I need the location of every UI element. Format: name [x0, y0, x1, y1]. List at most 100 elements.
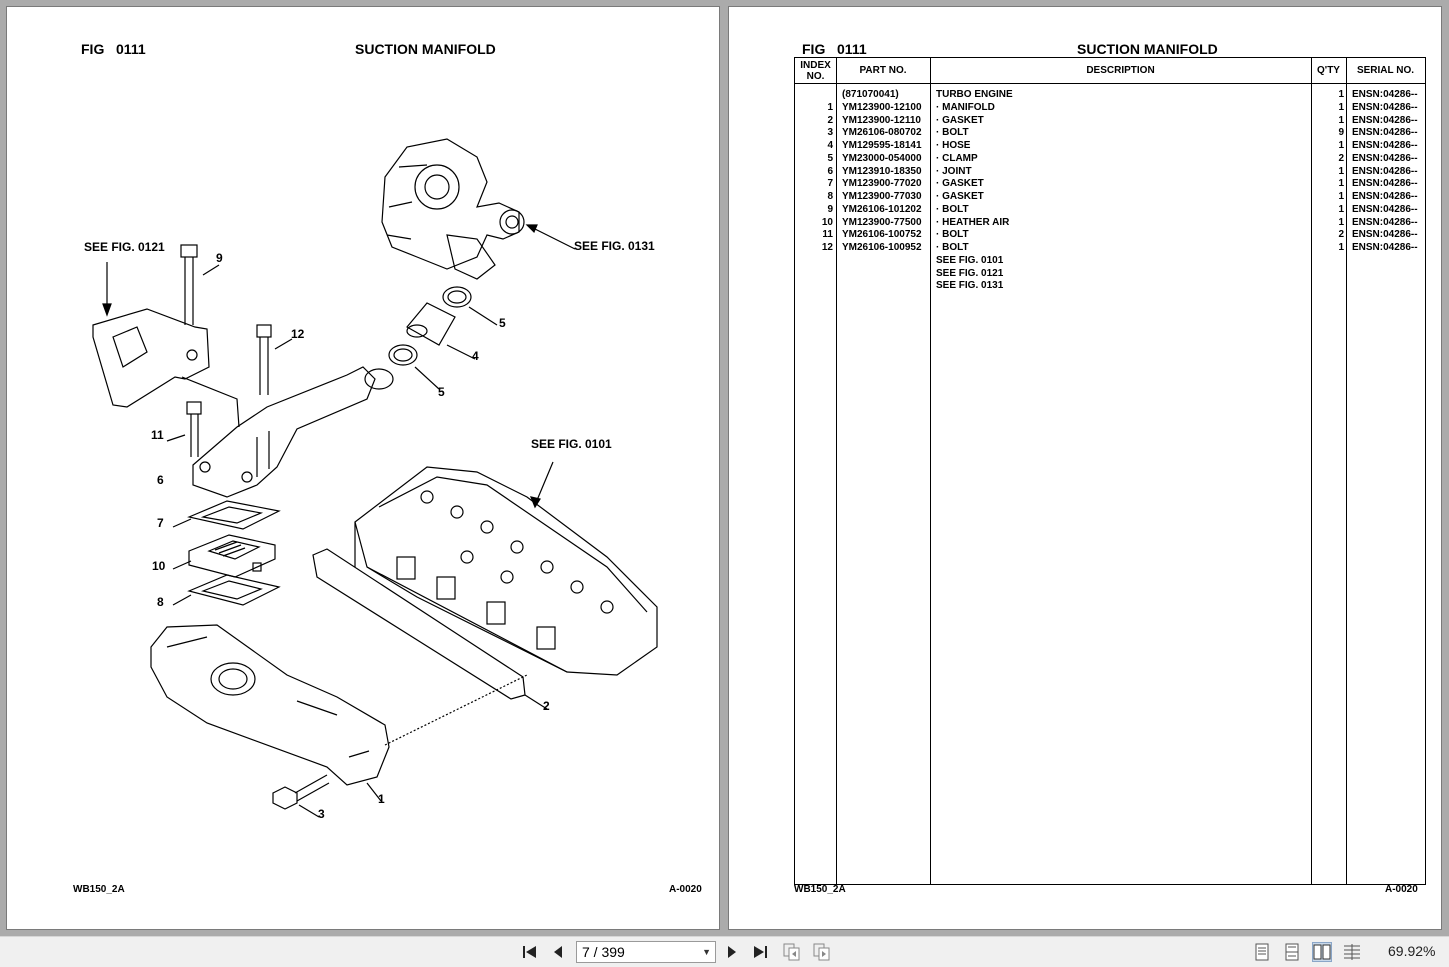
cell-serial-no: ENSN:04286--: [1352, 114, 1418, 126]
cell-index: 5: [827, 152, 833, 164]
last-page-icon[interactable]: [750, 942, 770, 962]
footer-doc-code: WB150_2A: [794, 884, 846, 895]
cell-description: · HEATHER AIR: [936, 216, 1010, 228]
clamp-lower-drawing: [388, 344, 440, 390]
cell-part-no: YM23000-054000: [842, 152, 922, 164]
cell-part-no: YM26106-080702: [842, 127, 922, 139]
prev-view-icon[interactable]: [782, 942, 802, 962]
cell-part-no: YM26106-100952: [842, 242, 922, 253]
fig-number: 0111: [837, 41, 867, 57]
bolt-11-drawing: [166, 401, 202, 457]
prev-page-icon[interactable]: [548, 942, 568, 962]
cell-serial-no: ENSN:04286--: [1352, 101, 1418, 113]
cell-qty: 2: [1338, 229, 1344, 241]
callout-11: 11: [151, 428, 164, 442]
viewer-toolbar: 7 / 399 ▼ 69.92%: [0, 936, 1449, 967]
cell-description: · CLAMP: [936, 152, 978, 164]
joint-pipe-drawing: [192, 366, 394, 498]
cell-qty: 2: [1338, 152, 1344, 164]
single-page-icon[interactable]: [1252, 942, 1272, 962]
cell-qty: 1: [1338, 178, 1344, 190]
cell-description: · MANIFOLD: [936, 101, 995, 113]
table-row: SEE FIG. 0101: [795, 255, 1425, 268]
cell-part-no: YM123910-18350: [842, 165, 922, 177]
cell-description: · BOLT: [936, 127, 969, 139]
callout-3: 3: [318, 807, 325, 821]
callout-2: 2: [543, 699, 550, 713]
cell-qty: 1: [1338, 165, 1344, 177]
chevron-down-icon[interactable]: ▼: [702, 947, 711, 957]
fig-label: FIG 0111: [802, 41, 867, 57]
cell-index: 11: [822, 229, 833, 241]
cell-serial-no: ENSN:04286--: [1352, 229, 1418, 241]
cell-qty: 9: [1338, 127, 1344, 139]
zoom-level[interactable]: 69.92%: [1388, 943, 1436, 959]
table-row: SEE FIG. 0121: [795, 268, 1425, 281]
footer-doc-code: WB150_2A: [73, 884, 125, 895]
cell-serial-no: ENSN:04286--: [1352, 242, 1418, 253]
fig-number: 0111: [116, 41, 146, 57]
cell-index: 1: [827, 101, 833, 113]
continuous-facing-icon[interactable]: [1342, 942, 1362, 962]
cell-description: · BOLT: [936, 242, 969, 253]
cell-part-no: YM123900-77500: [842, 216, 922, 228]
cell-serial-no: ENSN:04286--: [1352, 216, 1418, 228]
cell-part-no: (871070041): [842, 89, 899, 100]
next-view-icon[interactable]: [812, 942, 832, 962]
page-title: SUCTION MANIFOLD: [1077, 41, 1218, 57]
facing-pages-icon[interactable]: [1312, 942, 1332, 962]
cell-part-no: YM129595-18141: [842, 140, 922, 151]
bolt-12-drawing: [256, 324, 293, 395]
cell-qty: 1: [1338, 140, 1344, 151]
manifold-gasket-drawing: [312, 548, 548, 710]
continuous-page-icon[interactable]: [1282, 942, 1302, 962]
cell-index: 3: [827, 127, 833, 139]
cell-part-no: YM123900-12110: [842, 114, 921, 126]
cell-description: SEE FIG. 0121: [936, 267, 1004, 279]
header-description: DESCRIPTION: [930, 58, 1311, 84]
cell-part-no: YM123900-12100: [842, 101, 922, 113]
callout-see-fig-0121: SEE FIG. 0121: [84, 240, 165, 254]
cell-description: · JOINT: [936, 165, 972, 177]
left-page: FIG 0111 SUCTION MANIFOLD: [6, 6, 720, 930]
bolt-3-drawing: [272, 774, 330, 818]
table-row: SEE FIG. 0131: [795, 280, 1425, 293]
cell-index: 7: [827, 178, 833, 190]
cell-index: 6: [827, 165, 833, 177]
first-page-icon[interactable]: [520, 942, 540, 962]
next-page-icon[interactable]: [722, 942, 742, 962]
cell-serial-no: ENSN:04286--: [1352, 191, 1418, 202]
bracket-drawing: [92, 308, 240, 428]
cell-serial-no: ENSN:04286--: [1352, 152, 1418, 164]
page-number-input[interactable]: 7 / 399 ▼: [576, 941, 716, 963]
bolt-9-drawing: [180, 244, 220, 325]
table-row: 12 YM26106-100952 · BOLT 1 ENSN:04286--: [795, 242, 1425, 255]
cell-qty: 1: [1338, 89, 1344, 100]
cell-description: SEE FIG. 0131: [936, 280, 1004, 292]
fig-label: FIG 0111: [81, 41, 146, 57]
cylinder-head-drawing: [354, 466, 658, 676]
callout-6: 6: [157, 473, 164, 487]
footer-page-code: A-0020: [1385, 884, 1418, 895]
callout-4: 4: [472, 349, 479, 363]
cell-qty: 1: [1338, 242, 1344, 253]
callout-5-lower: 5: [438, 385, 445, 399]
cell-index: 12: [821, 242, 833, 253]
hose-drawing: [406, 302, 476, 360]
cell-index: 9: [827, 203, 833, 215]
callout-7: 7: [157, 516, 164, 530]
heater-air-drawing: [172, 534, 276, 578]
cell-serial-no: ENSN:04286--: [1352, 89, 1418, 100]
right-page: FIG 0111 SUCTION MANIFOLD INDEX NO. PART…: [728, 6, 1442, 930]
cell-description: · GASKET: [936, 178, 984, 190]
cell-qty: 1: [1338, 114, 1344, 126]
